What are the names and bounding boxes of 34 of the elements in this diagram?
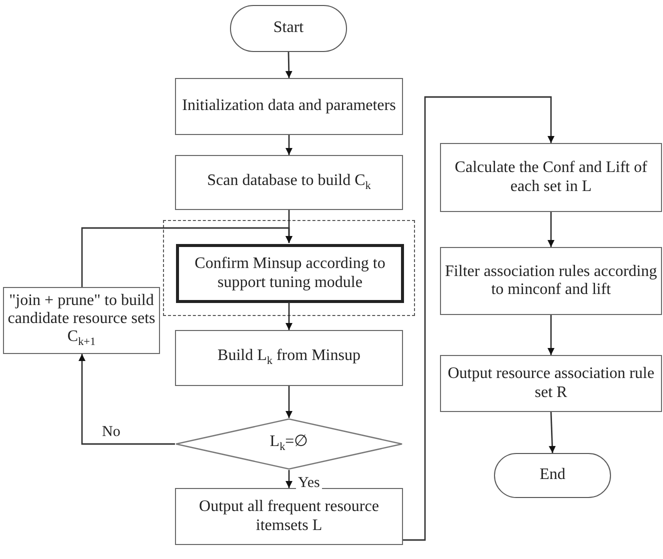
node-text: Filter association rules according to minconf and lift	[444, 262, 658, 300]
node-text: Calculate the Conf and Lift of each set in L	[454, 159, 648, 196]
arrow	[285, 52, 292, 78]
node-text: Output all frequent resource itemsets L	[198, 498, 380, 535]
arrow	[78, 354, 175, 445]
arrow	[548, 315, 554, 355]
arrow	[286, 135, 292, 155]
process-box	[440, 143, 662, 212]
process-box	[175, 330, 403, 386]
node-text: Output resource association rule set R	[446, 365, 656, 402]
node-text: Confirm Minsup according to support tuning module	[194, 255, 386, 292]
process-box	[176, 244, 404, 303]
process-box	[175, 155, 403, 210]
arrow	[81, 227, 292, 287]
arrow	[548, 212, 554, 247]
process-box	[440, 247, 662, 315]
node-text: Scan database to build C$_{k}$	[206, 172, 372, 194]
edge-label: Yes	[296, 475, 322, 492]
node-text: L$_{k}$=∅	[268, 433, 310, 455]
node-text: Initialization data and parameters	[181, 97, 397, 116]
arrow	[286, 386, 292, 418]
dashed-group-box	[163, 220, 415, 316]
node-text: End	[538, 466, 566, 485]
decision-diamond	[175, 418, 403, 470]
process-box	[175, 78, 403, 135]
arrow	[286, 470, 292, 488]
arrow	[403, 96, 554, 541]
arrow	[286, 302, 292, 330]
process-box	[175, 488, 403, 545]
arrow	[548, 412, 556, 454]
node-text: Build L$_{k}$ from Minsup	[216, 347, 362, 369]
process-box	[440, 355, 662, 412]
node-text: "join + prune" to build candidate resource sets C$_{k+1}$	[6, 292, 156, 350]
node-text: Start	[272, 19, 305, 38]
